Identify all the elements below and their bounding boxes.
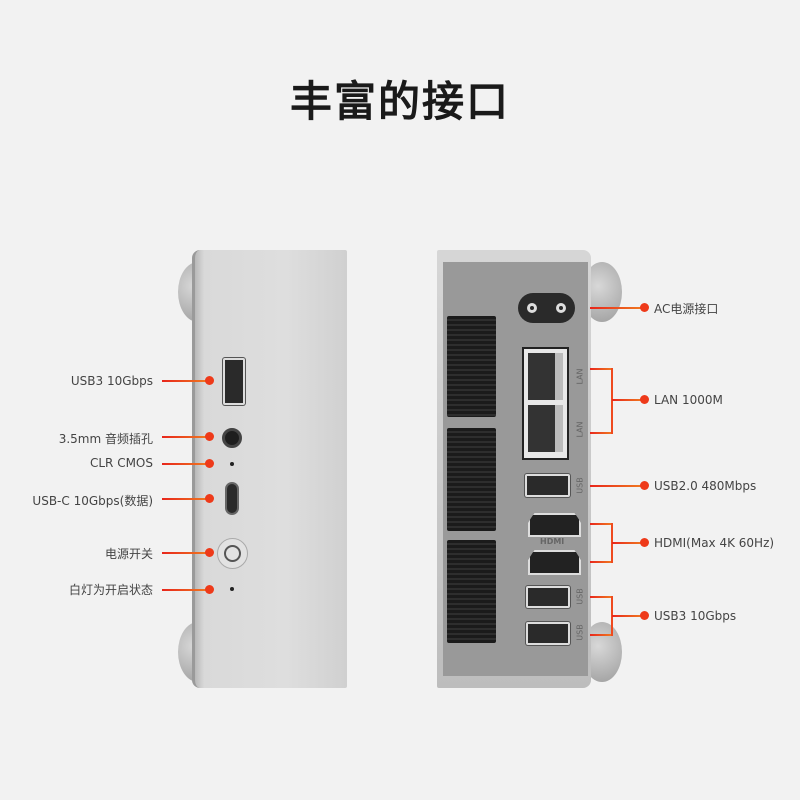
- usb-c-port-icon: [225, 482, 239, 515]
- callout-dot: [640, 538, 649, 547]
- callout-line: [590, 307, 643, 309]
- power-button[interactable]: [217, 538, 248, 569]
- callout-line: [162, 589, 208, 591]
- rear-label: USB2.0 480Mbps: [654, 479, 757, 493]
- bracket-line: [590, 523, 612, 525]
- callout-line: [612, 399, 643, 401]
- callout-dot: [205, 376, 214, 385]
- callout-dot: [640, 303, 649, 312]
- front-label: 白灯为开启状态: [68, 583, 153, 597]
- callout-dot: [205, 494, 214, 503]
- callout-line: [590, 485, 643, 487]
- vent-icon: [447, 540, 496, 643]
- front-label: 3.5mm 音频插孔: [58, 432, 153, 446]
- page-title: 丰富的接口: [289, 77, 510, 126]
- led-indicator-icon: [230, 587, 234, 591]
- bracket-line: [590, 432, 612, 434]
- callout-line: [162, 463, 208, 465]
- callout-line: [162, 436, 208, 438]
- vent-icon: [447, 428, 496, 531]
- usb-mark: USB: [575, 624, 585, 641]
- usb-mark: USB: [575, 588, 585, 605]
- hdmi-port-icon: [528, 513, 581, 537]
- callout-line: [162, 498, 208, 500]
- lan-ports-icon: [522, 347, 569, 460]
- callout-dot: [205, 432, 214, 441]
- front-label: USB3 10Gbps: [70, 374, 153, 388]
- callout-dot: [640, 481, 649, 490]
- callout-dot: [205, 548, 214, 557]
- rear-label: AC电源接口: [654, 302, 719, 316]
- bracket-line: [590, 368, 612, 370]
- rear-label: USB3 10Gbps: [654, 609, 737, 623]
- front-label: CLR CMOS: [89, 456, 153, 470]
- callout-dot: [640, 611, 649, 620]
- clr-cmos-hole-icon: [230, 462, 234, 466]
- front-label: USB-C 10Gbps(数据): [32, 494, 153, 508]
- front-label: 电源开关: [104, 547, 153, 561]
- vent-icon: [447, 316, 496, 417]
- bracket-line: [590, 634, 612, 636]
- lan-mark: LAN: [575, 368, 585, 385]
- callout-line: [612, 615, 643, 617]
- bracket-line: [611, 368, 613, 434]
- hdmi-port-icon: [528, 550, 581, 575]
- usb3-port-icon: [526, 586, 570, 608]
- callout-line: [612, 542, 643, 544]
- audio-jack-icon: [222, 428, 242, 448]
- usb2-port-icon: [525, 474, 570, 497]
- bracket-line: [590, 561, 612, 563]
- device-front-body: [192, 250, 347, 688]
- lan-mark: LAN: [575, 421, 585, 438]
- hdmi-logo: HDMI: [540, 537, 565, 546]
- rear-label: HDMI(Max 4K 60Hz): [654, 536, 775, 550]
- callout-dot: [640, 395, 649, 404]
- usb-mark: USB: [575, 477, 585, 494]
- callout-dot: [205, 585, 214, 594]
- rear-label: LAN 1000M: [654, 393, 723, 407]
- callout-dot: [205, 459, 214, 468]
- callout-line: [162, 552, 208, 554]
- usb3-port-icon: [223, 358, 245, 405]
- usb3-port-icon: [526, 622, 570, 645]
- ac-power-port-icon: [518, 293, 575, 323]
- callout-line: [162, 380, 208, 382]
- bracket-line: [590, 596, 612, 598]
